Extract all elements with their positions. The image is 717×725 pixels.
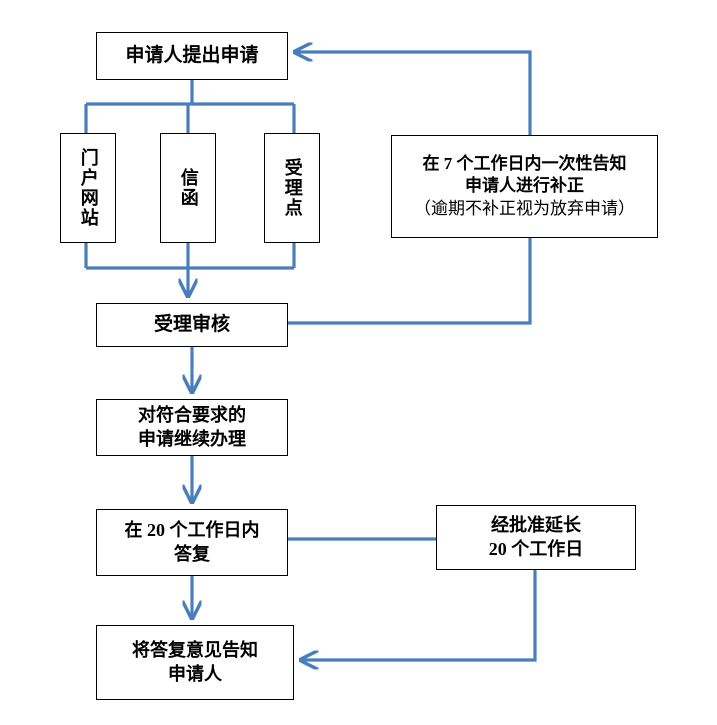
node-supplement-line3: （逾期不补正视为放弃申请）: [414, 198, 635, 218]
node-portal-text: 门户网站: [78, 148, 99, 228]
connector-review-to-supplement: [288, 238, 532, 325]
node-reply20-line2: 答复: [174, 543, 210, 564]
node-extend-line1: 经批准延长: [491, 515, 581, 536]
node-acceptpoint-text: 受理点: [282, 158, 303, 218]
node-approved-extension-20-working-days[interactable]: 经批准延长 20 个工作日: [436, 505, 636, 570]
node-applicant-submits-application[interactable]: 申请人提出申请: [96, 32, 288, 80]
node-continue-line1: 对符合要求的: [138, 405, 246, 426]
node-letter-text: 信函: [178, 168, 199, 208]
node-supplement-line1: 在 7 个工作日内一次性告知: [422, 154, 627, 174]
node-extend-line2: 20 个工作日: [488, 538, 584, 559]
node-notify-applicant-of-reply[interactable]: 将答复意见告知 申请人: [96, 625, 294, 700]
node-notify-line1: 将答复意见告知: [132, 640, 258, 661]
node-channel-letter[interactable]: 信函: [160, 133, 216, 243]
node-review-text: 受理审核: [153, 313, 230, 335]
node-channel-acceptance-point[interactable]: 受理点: [264, 133, 320, 243]
node-supplement-line2: 申请人进行补正: [465, 176, 584, 196]
connector-extend-to-notify: [301, 570, 537, 660]
node-continue-line2: 申请继续办理: [138, 428, 246, 449]
node-channel-portal-website[interactable]: 门户网站: [60, 133, 116, 243]
node-acceptance-review[interactable]: 受理审核: [96, 303, 288, 347]
connector-supplement-to-apply: [295, 52, 532, 135]
node-apply-text: 申请人提出申请: [125, 44, 259, 66]
node-notify-line2: 申请人: [168, 663, 222, 684]
node-reply-within-20-working-days[interactable]: 在 20 个工作日内 答复: [96, 509, 288, 576]
node-continue-processing-qualified-application[interactable]: 对符合要求的 申请继续办理: [96, 399, 288, 456]
node-reply20-line1: 在 20 个工作日内: [124, 520, 260, 541]
node-supplement-notice-7-working-days[interactable]: 在 7 个工作日内一次性告知 申请人进行补正 （逾期不补正视为放弃申请）: [391, 135, 658, 238]
